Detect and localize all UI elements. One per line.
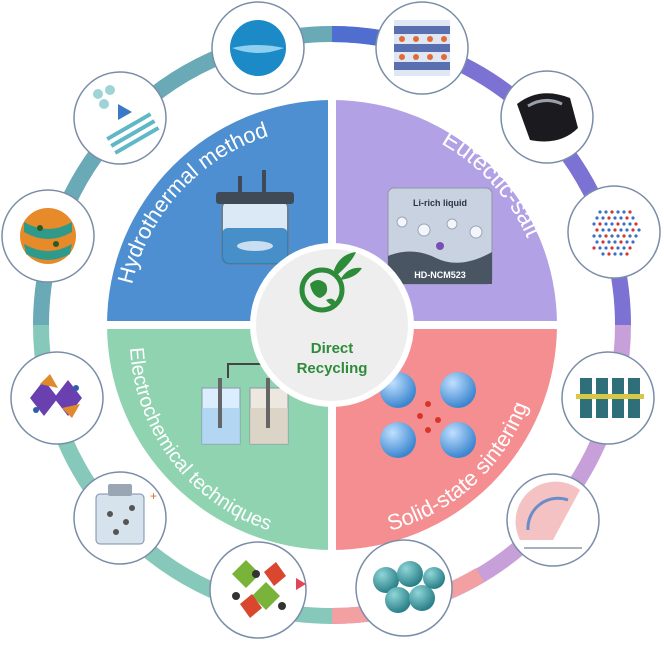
lattice-atom [622,210,626,214]
lattice-atom [625,240,629,244]
sintering-particles-icon [380,372,476,458]
lattice-atom [628,222,632,226]
inset-bottom-label: HD-NCM523 [414,270,466,280]
lattice-atom [595,216,599,220]
lattice-atom [598,210,602,214]
lattice-atom [601,228,605,232]
lattice-atom [622,222,626,226]
lattice-atom [637,228,641,232]
lattice-atom [613,228,617,232]
lattice-atom [592,246,596,250]
lattice-atom [628,210,632,214]
lattice-atom [607,216,611,220]
lattice-atom [631,216,635,220]
nanocrystal-arrow-icon [73,71,167,165]
center-title-line2: Recycling [297,360,368,377]
lattice-atom [610,222,614,226]
lattice-atom [604,234,608,238]
phase-diagram-icon [506,473,600,567]
lattice-atom [634,222,638,226]
sphere-crystal-icon [211,1,305,95]
battery-cell-icon: + [73,471,167,565]
lattice-atom [592,234,596,238]
lattice-atom [610,246,614,250]
lattice-atom [619,252,623,256]
lattice-atom [625,228,629,232]
lattice-atom [601,216,605,220]
lattice-atom [625,216,629,220]
electrolysis-cell-icon [201,363,289,445]
layered-lattice-icon [375,1,469,95]
lattice-atom [628,234,632,238]
lattice-atom [616,246,620,250]
battery-plus-symbol: + [150,489,157,503]
lattice-atom [631,240,635,244]
lattice-atom [604,222,608,226]
lattice-atom [616,210,620,214]
lattice-atom [598,234,602,238]
globe-leaves-icon [299,252,362,313]
lattice-atom [616,222,620,226]
spinel-octahedra-icon [10,351,104,445]
lattice-atom [613,252,617,256]
lattice-atom [628,246,632,250]
lattice-atom [598,246,602,250]
lattice-atom [622,234,626,238]
lattice-atom [607,252,611,256]
lattice-atom [610,234,614,238]
lattice-atom [619,216,623,220]
center-hub: Direct Recycling [250,243,414,407]
lattice-atom [610,210,614,214]
lattice-atom [607,228,611,232]
lattice-atom [619,228,623,232]
lattice-atom [601,240,605,244]
lattice-atom [631,228,635,232]
sphere-cluster-icon [355,539,453,637]
lattice-atom [622,246,626,250]
lattice-atom [619,240,623,244]
lattice-atom [595,228,599,232]
lattice-atom [607,240,611,244]
lattice-atom [616,234,620,238]
black-particle-icon [500,70,594,164]
autoclave-reactor-icon [216,170,294,265]
center-title-line1: Direct [311,340,354,357]
center-circle [256,249,408,401]
striped-sphere-icon [1,189,95,283]
lattice-atom [625,252,629,256]
lattice-atom [601,252,605,256]
lattice-atom [613,240,617,244]
molten-salt-particle-icon: Li-rich liquid HD-NCM523 [387,187,493,285]
lattice-atom [634,234,638,238]
lattice-atom [595,240,599,244]
lattice-atom [604,210,608,214]
lattice-atom [598,222,602,226]
octahedra-arrow-icon [209,541,307,639]
octahedra-layer-icon [561,351,655,445]
lattice-atom [613,216,617,220]
lattice-atom [604,246,608,250]
atomic-lattice-icon [567,185,661,279]
inset-top-label: Li-rich liquid [413,198,467,208]
lattice-atom [592,222,596,226]
